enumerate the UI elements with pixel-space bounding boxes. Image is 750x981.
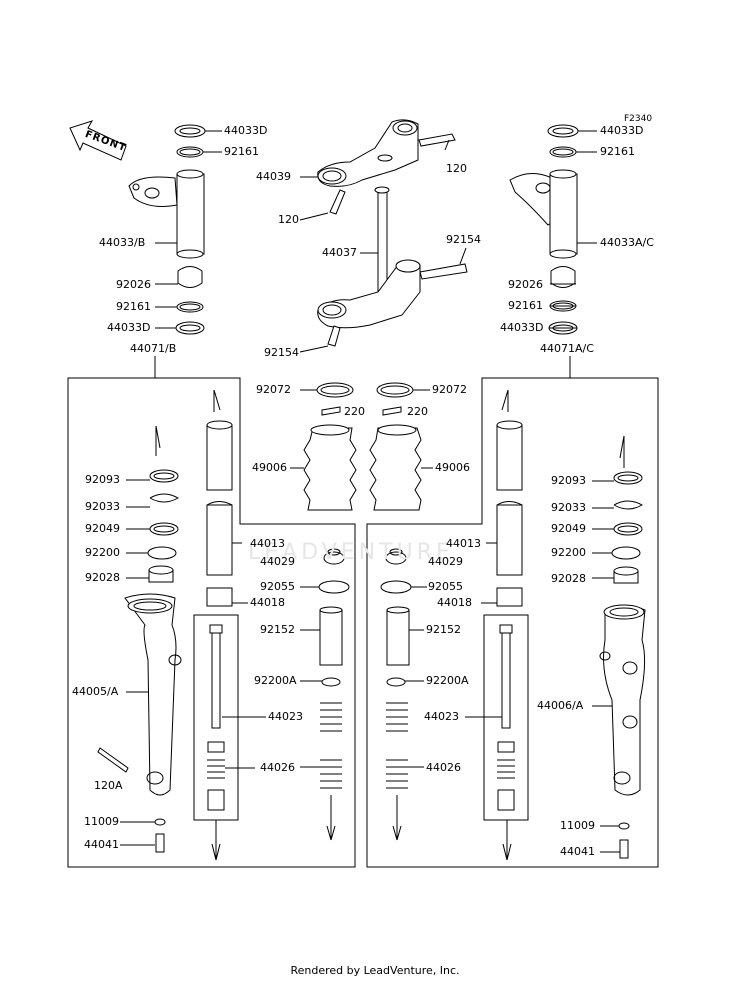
label-44071B: 44071/B [130, 342, 177, 355]
label-92049-right: 92049 [551, 522, 586, 535]
label-92152-right: 92152 [426, 623, 461, 636]
label-44033AC: 44033A/C [600, 236, 654, 249]
label-220-left: 220 [344, 405, 365, 418]
left-fork-internals [98, 390, 349, 860]
label-49006-left: 49006 [252, 461, 287, 474]
label-92152-left: 92152 [260, 623, 295, 636]
label-92093-left: 92093 [85, 473, 120, 486]
label-92033-right: 92033 [551, 501, 586, 514]
label-92161-right-top: 92161 [600, 145, 635, 158]
label-44018-left: 44018 [250, 596, 285, 609]
label-11009-right: 11009 [560, 819, 595, 832]
label-92200A-right: 92200A [426, 674, 469, 687]
label-44026-left: 44026 [260, 761, 295, 774]
footer-credit: Rendered by LeadVenture, Inc. [290, 964, 460, 977]
label-92093-right: 92093 [551, 474, 586, 487]
label-44033D-left: 44033D [107, 321, 151, 334]
label-44018-right: 44018 [437, 596, 472, 609]
label-92154-b: 92154 [264, 346, 299, 359]
label-92072-left: 92072 [256, 383, 291, 396]
label-44033D-left-top: 44033D [224, 124, 268, 137]
label-92049-left: 92049 [85, 522, 120, 535]
label-92200-right: 92200 [551, 546, 586, 559]
left-upper-parts [129, 125, 222, 334]
label-44039: 44039 [256, 170, 291, 183]
label-120-b: 120 [278, 213, 299, 226]
label-44005A: 44005/A [72, 685, 119, 698]
label-92072-right: 92072 [432, 383, 467, 396]
label-44041-right: 44041 [560, 845, 595, 858]
label-92026-left: 92026 [116, 278, 151, 291]
label-92028-left: 92028 [85, 571, 120, 584]
label-44071AC: 44071A/C [540, 342, 594, 355]
right-upper-parts [510, 125, 597, 334]
label-44023-left: 44023 [268, 710, 303, 723]
label-92033-left: 92033 [85, 500, 120, 513]
right-fork-internals [381, 390, 645, 860]
label-92154-a: 92154 [446, 233, 481, 246]
label-44033D-right: 44033D [500, 321, 544, 334]
label-120-a: 120 [446, 162, 467, 175]
label-44041-left: 44041 [84, 838, 119, 851]
left-fork-box [68, 378, 355, 867]
label-220-right: 220 [407, 405, 428, 418]
label-44037: 44037 [322, 246, 357, 259]
label-92161-left-top: 92161 [224, 145, 259, 158]
label-92055-left: 92055 [260, 580, 295, 593]
label-120A: 120A [94, 779, 123, 792]
label-44013-left: 44013 [250, 537, 285, 550]
center-boots [290, 383, 433, 510]
label-92026-right: 92026 [508, 278, 543, 291]
figure-id: F2340 [624, 114, 653, 124]
label-49006-right: 49006 [435, 461, 470, 474]
front-arrow [70, 121, 126, 160]
label-92200-left: 92200 [85, 546, 120, 559]
label-44013-right: 44013 [446, 537, 481, 550]
label-44033D-right-top: 44033D [600, 124, 644, 137]
label-44029-right: 44029 [428, 555, 463, 568]
label-11009-left: 11009 [84, 815, 119, 828]
label-44029-left: 44029 [260, 555, 295, 568]
label-92200A-left: 92200A [254, 674, 297, 687]
right-fork-box [367, 378, 658, 867]
label-44023-right: 44023 [424, 710, 459, 723]
label-44026-right: 44026 [426, 761, 461, 774]
label-44033B: 44033/B [99, 236, 146, 249]
label-44006A: 44006/A [537, 699, 584, 712]
label-92161-left: 92161 [116, 300, 151, 313]
center-stem-parts [300, 120, 467, 352]
label-92055-right: 92055 [428, 580, 463, 593]
label-92028-right: 92028 [551, 572, 586, 585]
watermark: LEADVENTURE [248, 540, 454, 565]
label-92161-right: 92161 [508, 299, 543, 312]
